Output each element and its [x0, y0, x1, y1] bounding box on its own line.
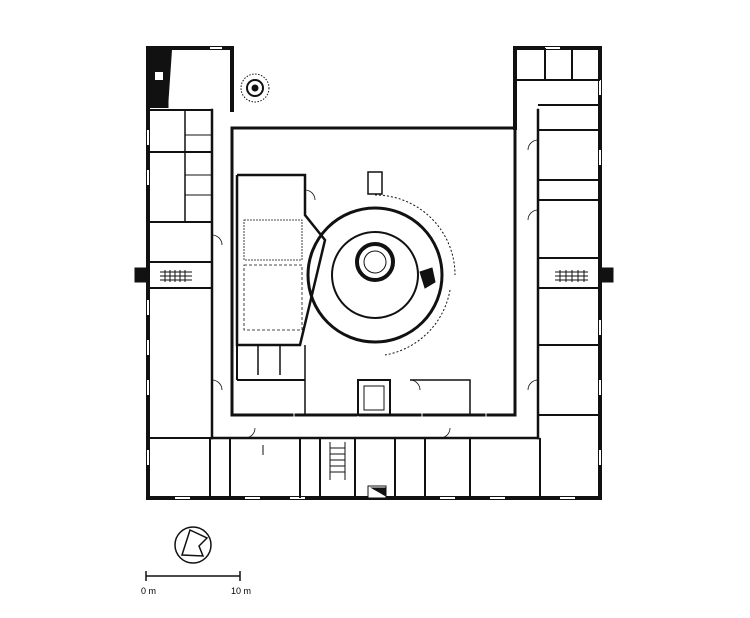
- north-arrow-icon: [174, 526, 212, 564]
- scale-bar: [145, 571, 241, 581]
- workshop-block: [235, 173, 327, 415]
- left-wing-rooms: [148, 109, 212, 498]
- windows: [147, 47, 601, 499]
- top-left-room: [150, 50, 172, 108]
- scale-end-label: 10 m: [231, 586, 251, 596]
- round-tower: [240, 73, 270, 103]
- right-wing-rooms: [515, 48, 600, 498]
- bottom-wing-rooms: [229, 438, 471, 498]
- doors: [211, 139, 539, 439]
- entrance-lobby: [357, 379, 471, 416]
- scale-start-label: 0 m: [141, 586, 156, 596]
- right-staircase: [555, 267, 614, 283]
- bottom-staircase: [329, 442, 387, 499]
- courtyard-walls: [210, 108, 540, 440]
- central-rotunda: [306, 171, 456, 356]
- left-staircase: [134, 267, 192, 283]
